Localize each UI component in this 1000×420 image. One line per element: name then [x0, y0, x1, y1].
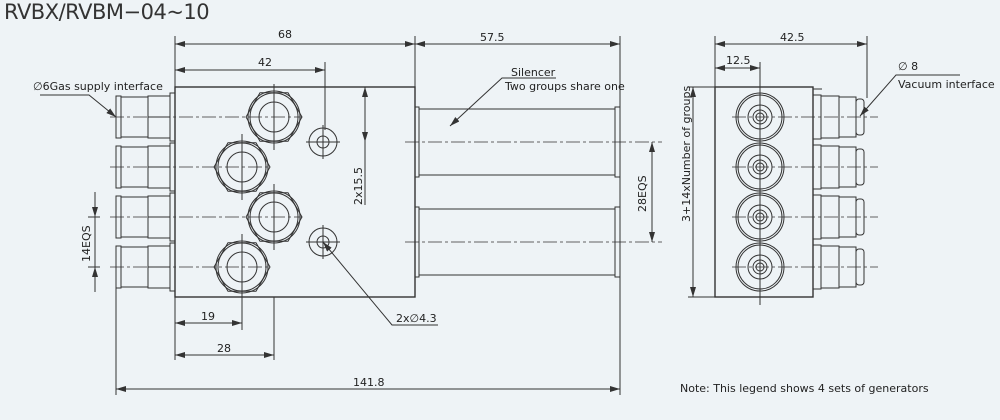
- mounting-holes: [306, 125, 340, 259]
- hex-nut: [213, 142, 271, 192]
- valve-body: [174, 86, 416, 298]
- vacuum-fitting-collar: [855, 98, 865, 136]
- side-body: [714, 86, 814, 298]
- hex-nut: [213, 242, 271, 292]
- dim-2x15-5-label: 2x15.5: [352, 167, 365, 205]
- dim-42-5-label: 42.5: [780, 31, 805, 44]
- front-view: 68 57.5 42 2x15.5 28EQS 14EQS 19 28 141.…: [33, 28, 662, 395]
- gas-supply-fittings: [110, 92, 302, 292]
- vacuum-callout: Vacuum interface: [898, 78, 995, 91]
- dim-57-5-label: 57.5: [480, 31, 505, 44]
- silencers: [405, 106, 662, 278]
- vacuum-fitting-collar: [855, 198, 865, 236]
- gas-supply-callout: ∅6Gas supply interface: [33, 80, 163, 93]
- dim-141-8-label: 141.8: [353, 376, 385, 389]
- drawing-title: RVBX/RVBM−04~10: [4, 0, 210, 24]
- legend-note: Note: This legend shows 4 sets of genera…: [680, 382, 929, 395]
- dim-42-label: 42: [258, 56, 272, 69]
- hex-nut: [245, 192, 303, 242]
- vacuum-fitting-collar: [855, 248, 865, 286]
- vacuum-dia-callout: ∅ 8: [898, 60, 918, 73]
- dim-28eqs-label: 28EQS: [636, 175, 649, 212]
- side-view: 42.5 12.5 3+14xNumber of groups ∅ 8 Vacu…: [680, 31, 995, 305]
- dim-28-label: 28: [217, 342, 231, 355]
- vacuum-fitting-collar: [855, 148, 865, 186]
- holes-callout: 2x∅4.3: [396, 312, 437, 325]
- dim-height-label: 3+14xNumber of groups: [680, 86, 693, 222]
- silencer-note: Two groups share one: [504, 80, 625, 93]
- dim-12-5-label: 12.5: [726, 54, 751, 67]
- hex-nuts: [213, 84, 303, 300]
- silencer-callout: Silencer: [511, 66, 556, 79]
- vacuum-fittings: [812, 94, 865, 290]
- hex-nut: [245, 92, 303, 142]
- dim-14eqs-label: 14EQS: [80, 225, 93, 262]
- dim-19-label: 19: [201, 310, 215, 323]
- dim-68-label: 68: [278, 28, 292, 41]
